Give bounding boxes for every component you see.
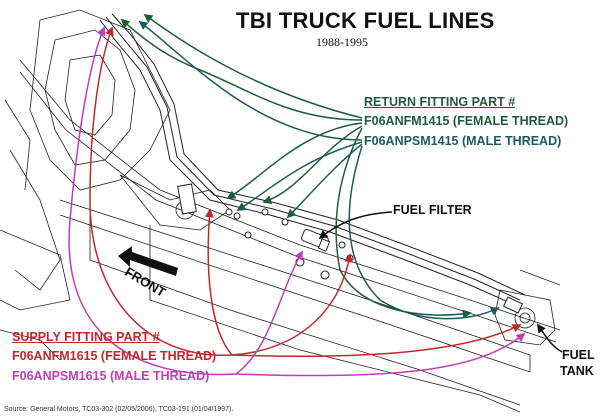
fuel-filter-label: FUEL FILTER	[393, 203, 472, 217]
fuel-filter-body	[301, 228, 331, 252]
supply-fitting-female: F06ANFM1615 (FEMALE THREAD)	[12, 349, 217, 363]
supply-male-leaders	[68, 26, 526, 377]
year-range: 1988-1995	[316, 35, 368, 49]
supply-fitting-male: F06ANPSM1615 (MALE THREAD)	[12, 369, 210, 383]
diagram-title: TBI TRUCK FUEL LINES	[236, 8, 495, 33]
return-female-leaders	[120, 13, 472, 319]
fuel-tank-label-line1: FUEL	[562, 348, 595, 362]
front-arrow	[118, 246, 178, 276]
source-note: Source: General Motors, TC03-302 (02/05/…	[4, 406, 234, 413]
return-fitting-heading: RETURN FITTING PART #	[364, 95, 516, 109]
supply-fitting-heading: SUPPLY FITTING PART #	[12, 330, 160, 344]
fuel-tank-label-line2: TANK	[560, 364, 594, 378]
return-fitting-male: F06ANPSM1415 (MALE THREAD)	[364, 134, 562, 148]
fuel-line-pair	[99, 13, 526, 306]
return-fitting-female: F06ANFM1415 (FEMALE THREAD)	[364, 114, 569, 128]
label-leaders	[318, 211, 563, 353]
supply-female-leaders	[89, 26, 522, 357]
return-male-leaders	[138, 20, 500, 320]
